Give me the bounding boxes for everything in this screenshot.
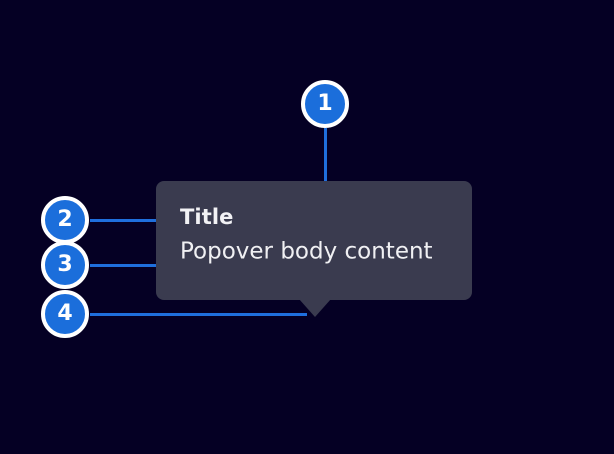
callout-badge-2: 2: [41, 196, 89, 244]
popover-arrow: [299, 299, 331, 317]
callout-4-leader-line: [90, 313, 307, 316]
callout-1-leader-line: [324, 128, 327, 204]
callout-badge-1: 1: [301, 80, 349, 128]
callout-badge-4-label: 4: [57, 301, 73, 326]
callout-badge-3-label: 3: [57, 252, 73, 277]
callout-badge-1-label: 1: [317, 91, 333, 116]
callout-3-leader-line: [90, 264, 172, 267]
callout-2-leader-line: [90, 219, 174, 222]
popover-body: Popover body content: [180, 238, 433, 265]
popover-container: Title Popover body content: [156, 181, 472, 300]
callout-badge-3: 3: [41, 241, 89, 289]
callout-badge-4: 4: [41, 290, 89, 338]
callout-badge-2-label: 2: [57, 207, 73, 232]
popover-title: Title: [180, 205, 234, 229]
